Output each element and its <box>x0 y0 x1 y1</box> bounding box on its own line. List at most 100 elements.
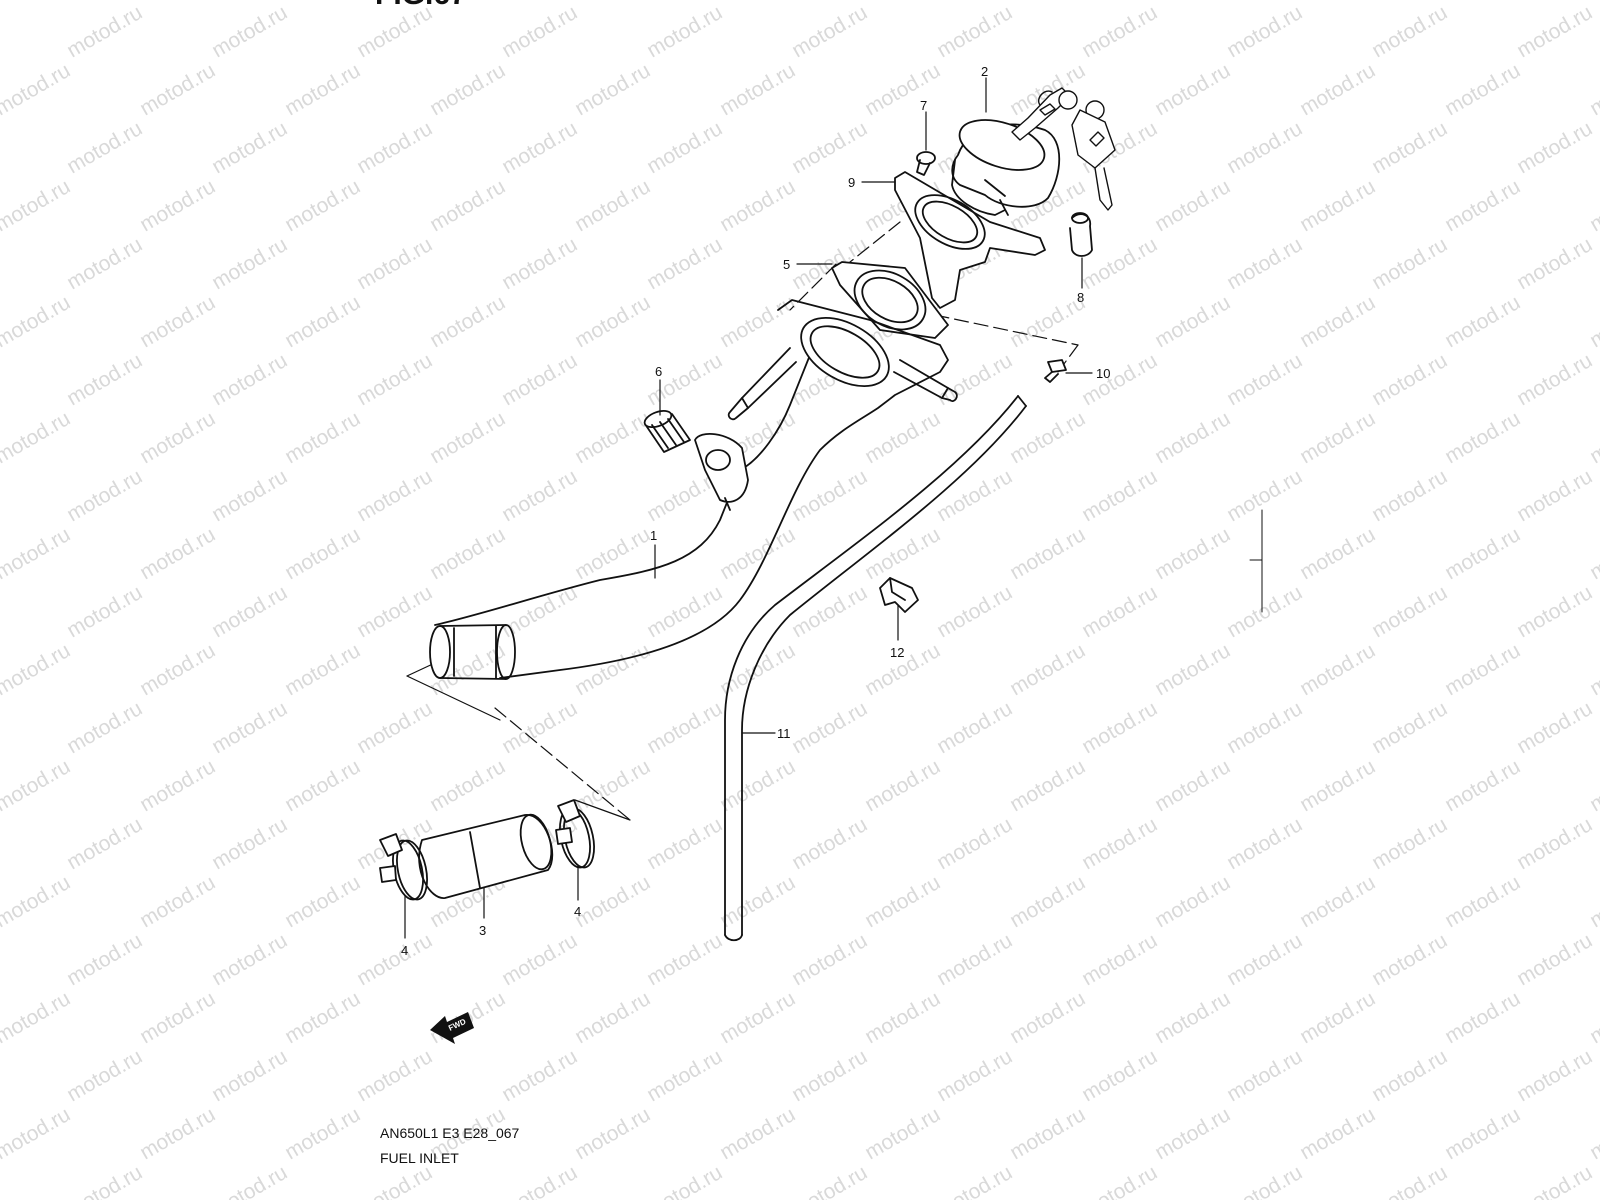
watermark-text: motod.ru <box>1441 523 1524 584</box>
watermark-text: motod.ru <box>1223 465 1306 526</box>
watermark-text: motod.ru <box>1441 987 1524 1048</box>
watermark-text: motod.ru <box>1006 1103 1089 1164</box>
watermark-text: motod.ru <box>933 813 1016 874</box>
watermark-text: motod.ru <box>0 59 74 120</box>
watermark-text: motod.ru <box>136 175 219 236</box>
watermark-text: motod.ru <box>136 639 219 700</box>
watermark-text: motod.ru <box>643 1 726 62</box>
watermark-text: motod.ru <box>498 465 581 526</box>
watermark-text: motod.ru <box>0 349 1 410</box>
watermark-text: motod.ru <box>63 465 146 526</box>
watermark-text: motod.ru <box>788 117 871 178</box>
watermark-text: motod.ru <box>1513 929 1596 990</box>
watermark-text: motod.ru <box>281 175 364 236</box>
callout-4-right: 4 <box>574 904 581 919</box>
watermark-text: motod.ru <box>716 0 799 4</box>
watermark-text: motod.ru <box>1441 291 1524 352</box>
watermark-text: motod.ru <box>1586 1103 1600 1164</box>
callout-6: 6 <box>655 364 662 379</box>
watermark-text: motod.ru <box>643 1161 726 1200</box>
watermark-text: motod.ru <box>63 233 146 294</box>
watermark-text: motod.ru <box>136 871 219 932</box>
watermark-text: motod.ru <box>498 1 581 62</box>
watermark-text: motod.ru <box>1441 755 1524 816</box>
watermark-text: motod.ru <box>1586 407 1600 468</box>
watermark-text: motod.ru <box>208 1161 291 1200</box>
watermark-text: motod.ru <box>1513 697 1596 758</box>
watermark-text: motod.ru <box>861 523 944 584</box>
watermark-text: motod.ru <box>426 407 509 468</box>
watermark-text: motod.ru <box>1586 871 1600 932</box>
watermark-text: motod.ru <box>63 697 146 758</box>
watermark-text: motod.ru <box>1078 465 1161 526</box>
watermark-text: motod.ru <box>1151 1103 1234 1164</box>
watermark-text: motod.ru <box>208 117 291 178</box>
callout-labels: 2 7 9 5 8 6 10 1 12 11 4 3 4 <box>401 64 1110 958</box>
watermark-text: motod.ru <box>1368 1161 1451 1200</box>
watermark-text: motod.ru <box>353 117 436 178</box>
watermark-text: motod.ru <box>136 755 219 816</box>
watermark-text: motod.ru <box>1151 407 1234 468</box>
watermark-text: motod.ru <box>136 1103 219 1164</box>
watermark-text: motod.ru <box>643 349 726 410</box>
watermark-text: motod.ru <box>1223 1161 1306 1200</box>
connecting-hose <box>418 813 554 899</box>
watermark-text: motod.ru <box>571 987 654 1048</box>
figure-code: AN650L1 E3 E28_067 <box>380 1125 520 1141</box>
watermark-text: motod.ru <box>498 581 581 642</box>
cap-keys <box>1011 87 1116 211</box>
watermark-text: motod.ru <box>1586 755 1600 816</box>
watermark-text: motod.ru <box>208 697 291 758</box>
watermark-text: motod.ru <box>643 813 726 874</box>
watermark-text: motod.ru <box>498 349 581 410</box>
watermark-text: motod.ru <box>1368 117 1451 178</box>
watermark-text: motod.ru <box>208 581 291 642</box>
watermark-text: motod.ru <box>1223 697 1306 758</box>
watermark-text: motod.ru <box>1006 871 1089 932</box>
watermark-text: motod.ru <box>353 465 436 526</box>
watermark-text: motod.ru <box>63 1045 146 1106</box>
screw-part-10 <box>1044 359 1067 383</box>
watermark-text: motod.ru <box>1223 1 1306 62</box>
watermark-text: motod.ru <box>1368 233 1451 294</box>
watermark-text: motod.ru <box>0 755 74 816</box>
watermark-text: motod.ru <box>1368 581 1451 642</box>
watermark-text: motod.ru <box>1586 639 1600 700</box>
watermark-text: motod.ru <box>788 465 871 526</box>
watermark-text: motod.ru <box>1223 117 1306 178</box>
watermark-text: motod.ru <box>571 871 654 932</box>
watermark-text: motod.ru <box>1586 175 1600 236</box>
screw-part-7 <box>916 151 936 176</box>
watermark-text: motod.ru <box>1223 1045 1306 1106</box>
watermark-text: motod.ru <box>1368 465 1451 526</box>
watermark-text: motod.ru <box>426 59 509 120</box>
watermark-text: motod.ru <box>1296 175 1379 236</box>
watermark-text: motod.ru <box>788 813 871 874</box>
watermark-text: motod.ru <box>1441 59 1524 120</box>
watermark-text: motod.ru <box>933 1045 1016 1106</box>
watermark-text: motod.ru <box>498 1161 581 1200</box>
watermark-text: motod.ru <box>571 175 654 236</box>
watermark-text: motod.ru <box>643 697 726 758</box>
watermark-text: motod.ru <box>571 639 654 700</box>
watermark-text: motod.ru <box>571 0 654 4</box>
watermark-text: motod.ru <box>1006 523 1089 584</box>
watermark-text: motod.ru <box>63 349 146 410</box>
watermark-text: motod.ru <box>1586 523 1600 584</box>
watermark-text: motod.ru <box>1006 639 1089 700</box>
watermark-text: motod.ru <box>281 407 364 468</box>
watermark-text: motod.ru <box>933 697 1016 758</box>
grommet-part-8 <box>1069 212 1093 257</box>
watermark-text: motod.ru <box>426 755 509 816</box>
watermark-text: motod.ru <box>353 1045 436 1106</box>
watermark-text: motod.ru <box>571 523 654 584</box>
watermark-text: motod.ru <box>0 987 74 1048</box>
callout-1: 1 <box>650 528 657 543</box>
watermark-text: motod.ru <box>353 1161 436 1200</box>
callout-3: 3 <box>479 923 486 938</box>
watermark-text: motod.ru <box>0 523 74 584</box>
watermark-text: motod.ru <box>643 929 726 990</box>
figure-title: FIG.67 <box>375 0 467 12</box>
watermark-text: motod.ru <box>1223 813 1306 874</box>
